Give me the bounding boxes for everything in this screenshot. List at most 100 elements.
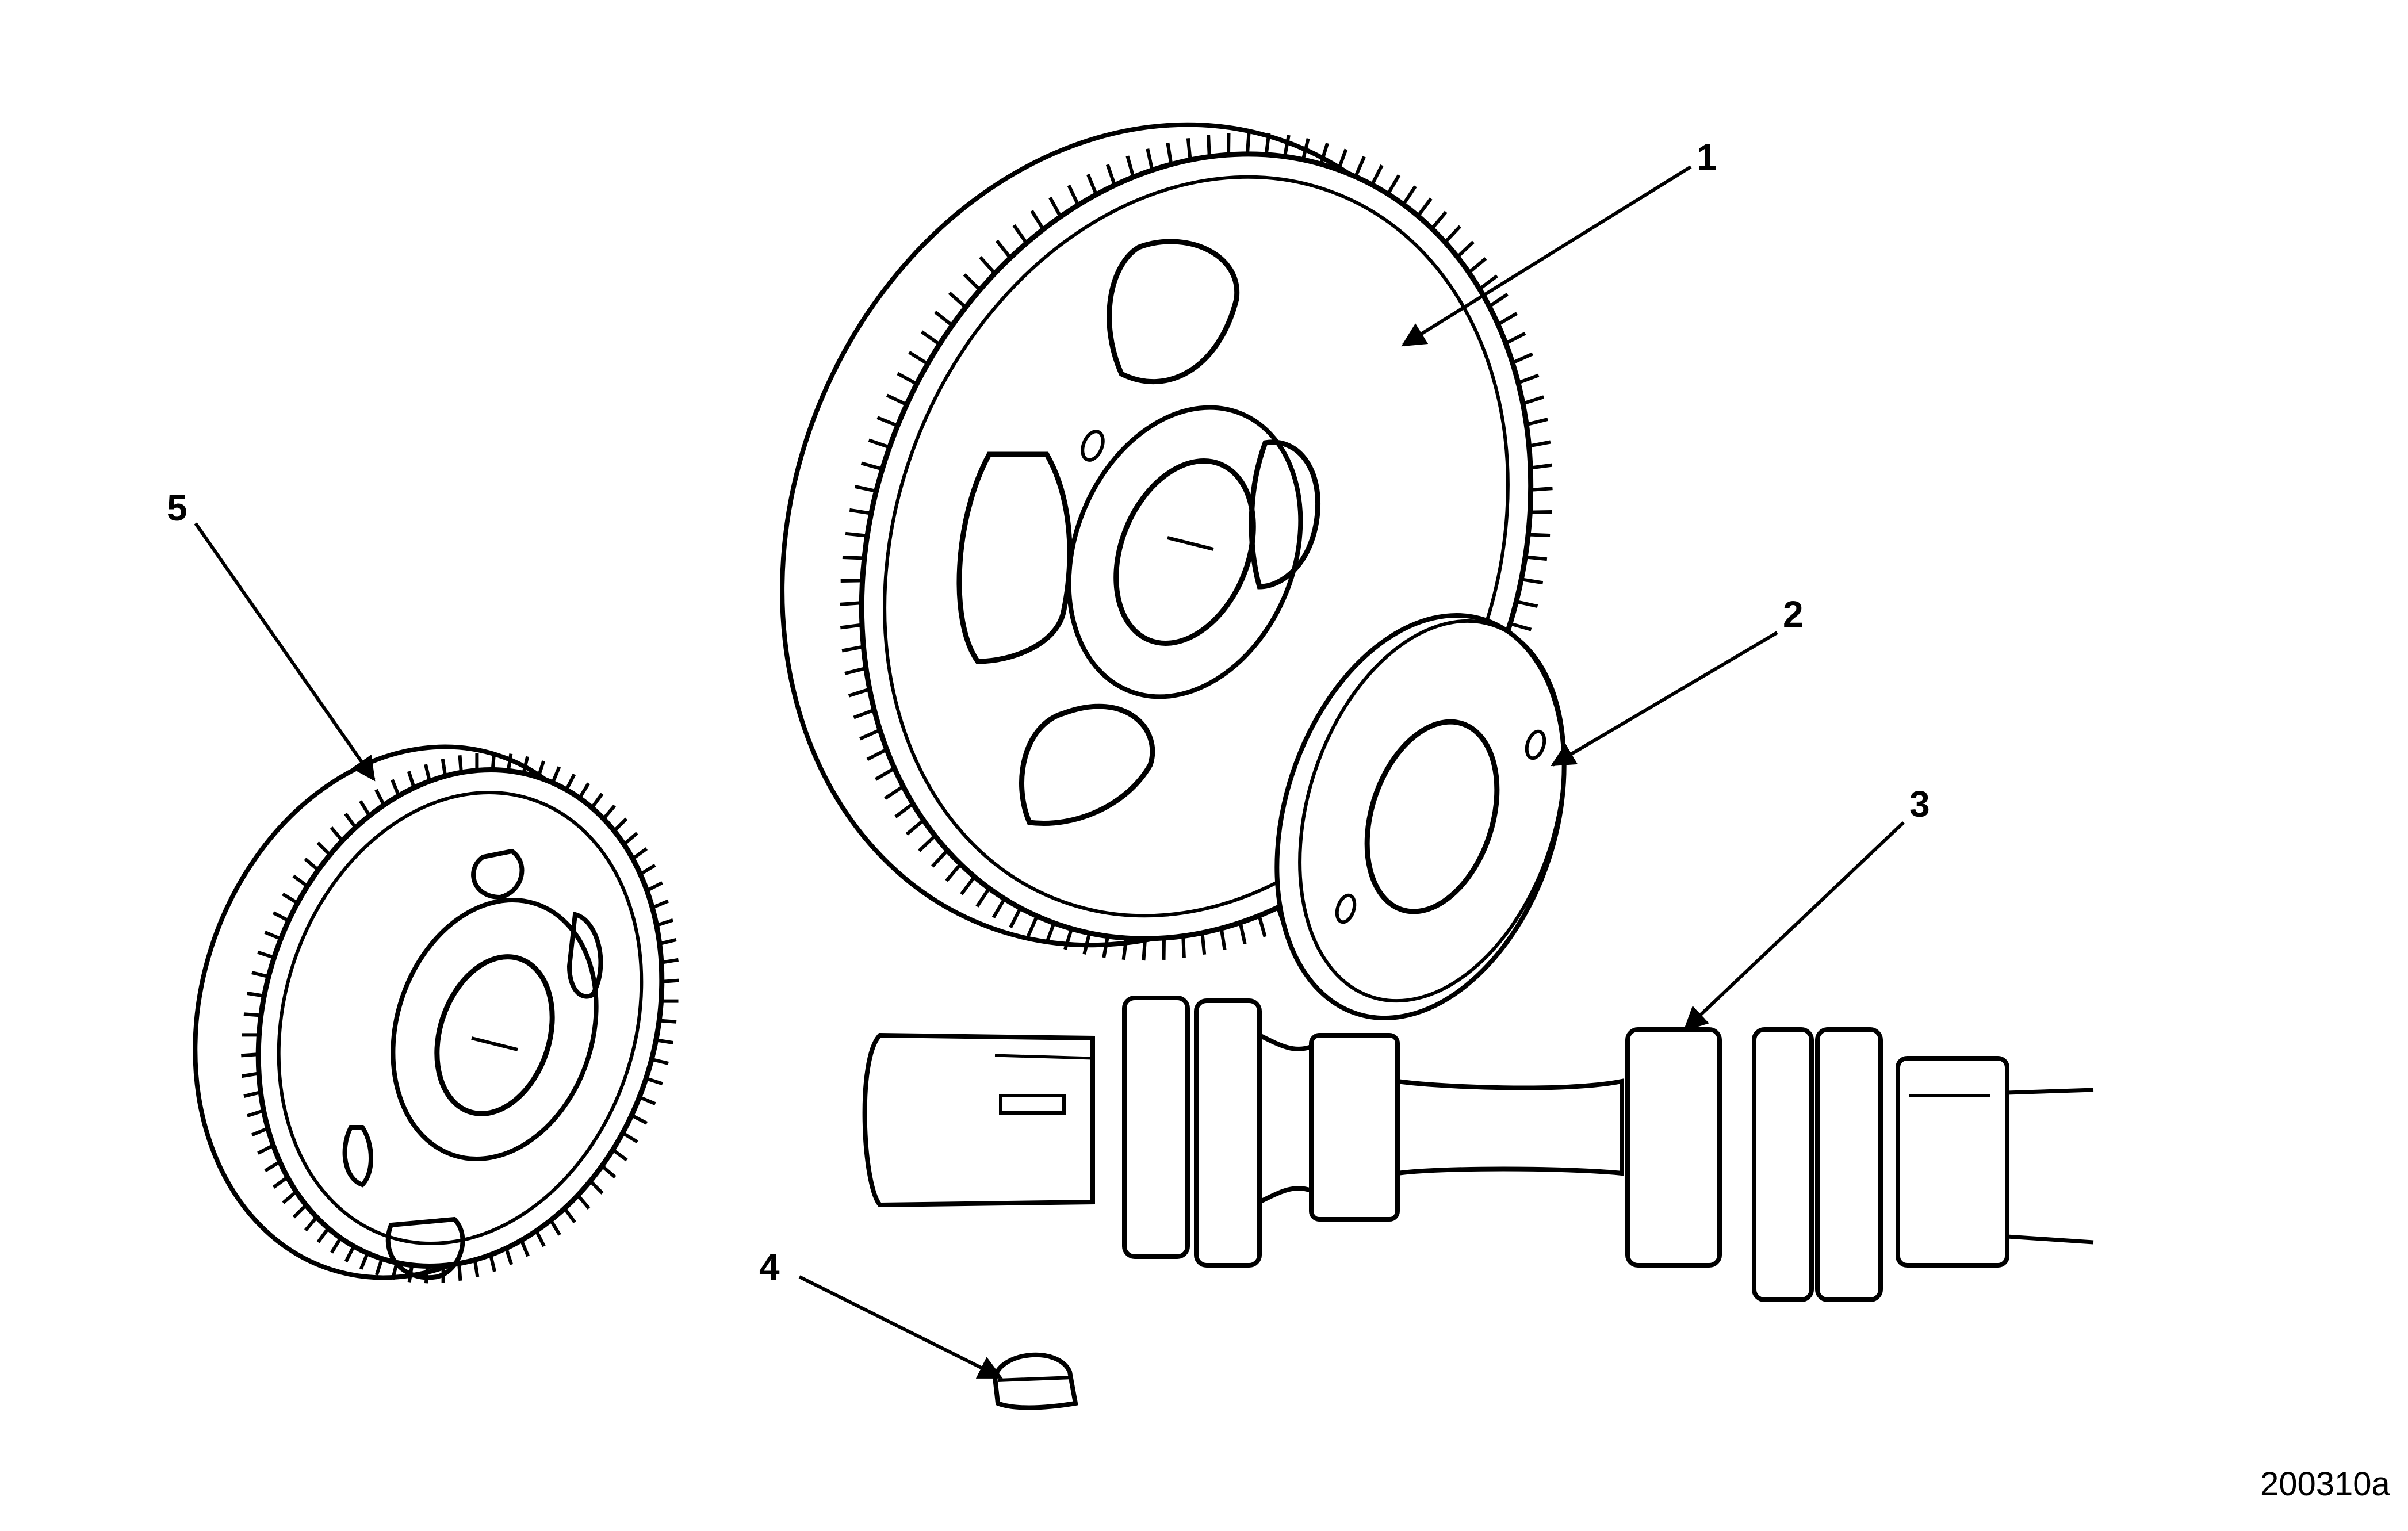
gear-tooth (631, 847, 648, 860)
gear-tooth (1030, 210, 1045, 231)
gear-tooth (563, 1207, 576, 1223)
gear-tooth (1142, 938, 1147, 961)
gear-tooth (948, 291, 967, 309)
gear-tooth (908, 351, 929, 366)
gear-tooth (1319, 143, 1329, 165)
gear-tooth (1125, 155, 1135, 178)
gear-tooth (330, 826, 344, 842)
gear-tooth (934, 310, 954, 327)
gear-tooth (1105, 164, 1117, 186)
gear-tooth (506, 753, 513, 771)
gear-tooth (1238, 922, 1247, 944)
gear-tooth (292, 874, 309, 888)
gear-tooth (1337, 148, 1348, 171)
gear-tooth (960, 875, 976, 895)
gear-tooth (622, 832, 638, 846)
gear-tooth (272, 911, 290, 923)
leader-5 (194, 522, 376, 782)
gear-tooth (264, 1160, 281, 1173)
gear-tooth (1044, 922, 1056, 944)
gear-tooth (845, 531, 868, 538)
gear-tooth (1162, 937, 1166, 960)
gear-tooth (848, 687, 870, 698)
gear-tooth (344, 1245, 355, 1262)
gear-tooth (661, 978, 679, 983)
gear-tooth (1522, 395, 1545, 405)
gear-tooth (424, 1266, 430, 1284)
gear-tooth (1121, 937, 1128, 960)
gear-tooth (1528, 533, 1551, 537)
gear-tooth (918, 835, 936, 852)
gear-tooth (251, 971, 269, 979)
gear-tooth (257, 950, 275, 959)
gear-tooth (884, 784, 905, 800)
gear-tooth (963, 273, 981, 292)
gear-tooth (1526, 418, 1548, 427)
gear-tooth (374, 789, 386, 806)
gear-tooth (1525, 555, 1548, 561)
gear-tooth (840, 579, 863, 583)
gear-tooth (243, 1012, 262, 1017)
leader-3 (1683, 821, 1905, 1031)
gear-tooth (1027, 915, 1039, 937)
gear-tooth (860, 461, 883, 471)
gear-tooth (1146, 148, 1154, 171)
gear-tooth (1386, 174, 1401, 195)
gear-tooth (840, 601, 862, 606)
gear-tooth (391, 779, 401, 797)
gear-tooth (1245, 132, 1251, 155)
gear-tooth (840, 623, 863, 630)
gear-tooth (975, 887, 991, 908)
leader-2 (1551, 631, 1778, 767)
gear-tooth (359, 1252, 369, 1270)
gear-tooth (424, 764, 431, 782)
gear-tooth (1283, 135, 1291, 157)
gear-tooth (458, 755, 463, 773)
gear-tooth (1354, 156, 1366, 178)
gear-tooth (1086, 174, 1098, 196)
gear-tooth (920, 330, 941, 346)
gear-tooth (1370, 164, 1384, 186)
gear-tooth (504, 1247, 514, 1265)
gear-tooth (853, 708, 875, 719)
gear-tooth (590, 793, 604, 809)
gear-tooth (1067, 185, 1080, 206)
gear-tooth (1257, 915, 1267, 937)
gear-tooth (874, 767, 895, 781)
gear-tooth (1515, 600, 1538, 608)
callout-3: 3 (1909, 783, 1930, 825)
gear-tooth (656, 918, 674, 927)
gear-tooth (1488, 293, 1509, 308)
leader-4 (798, 1275, 1003, 1379)
gear-tooth (1048, 196, 1062, 218)
gear-tooth (894, 802, 914, 818)
gear-tooth (374, 1258, 384, 1276)
gear-tooth (1517, 373, 1540, 385)
gear-tooth (661, 958, 679, 964)
gear-tooth (868, 438, 890, 449)
gear-tooth (1417, 197, 1433, 217)
gear-tooth (1207, 135, 1211, 157)
gear-tooth (578, 782, 590, 799)
gear-tooth (602, 804, 617, 820)
gear-tooth (854, 484, 877, 493)
gear-tooth (1012, 224, 1028, 244)
gear-tooth (241, 1052, 259, 1058)
gear-tooth (344, 813, 357, 829)
camshaft (862, 996, 2094, 1302)
gear-tooth (656, 1038, 673, 1044)
gear-tooth (457, 1263, 462, 1281)
gear-tooth (646, 881, 663, 893)
gear-tooth (537, 760, 546, 778)
small-gear (193, 744, 679, 1284)
gear-tooth (659, 937, 677, 946)
gear-tooth (1511, 352, 1533, 365)
gear-tooth (945, 863, 962, 882)
callout-5: 5 (167, 487, 187, 529)
gear-tooth (1166, 142, 1173, 165)
gear-tooth (242, 1071, 259, 1078)
thrust-washer (1274, 613, 1567, 1020)
gear-tooth (330, 1237, 342, 1254)
gear-tooth (1521, 577, 1544, 585)
gear-tooth (1529, 440, 1551, 448)
